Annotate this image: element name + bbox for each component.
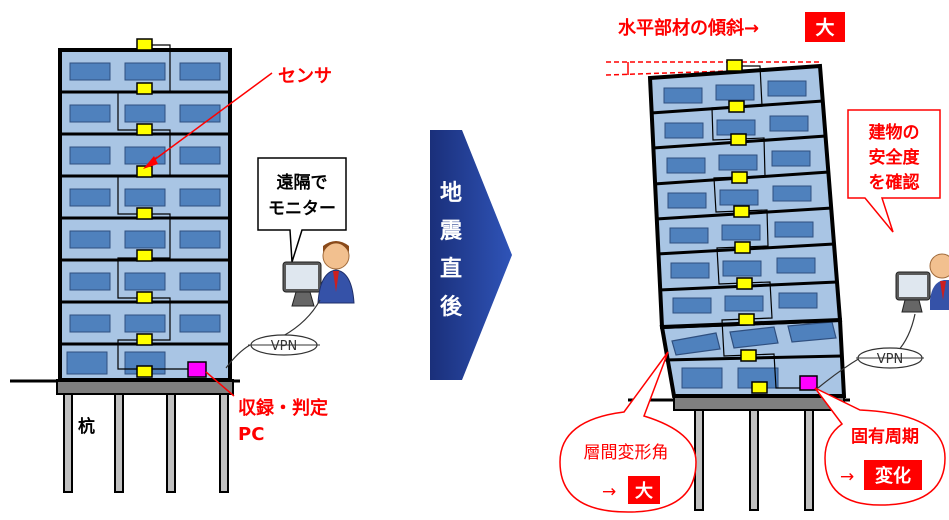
safety-line3: を確認 [869, 172, 920, 193]
period-bubble: 固有周期 → 変化 [814, 387, 946, 506]
recording-pc-icon [187, 361, 207, 378]
sensor-icon [136, 165, 153, 178]
remote-monitor-line2: モニター [268, 199, 336, 219]
windows-before [66, 62, 221, 375]
safety-line1: 建物の [869, 122, 920, 143]
arrow-char-2: 震 [440, 219, 463, 244]
sensor-icon [136, 291, 153, 304]
period-badge [864, 460, 922, 490]
sensor-label: センサ [278, 66, 332, 87]
sensor-icon [734, 241, 751, 254]
drift-bracing [671, 321, 837, 356]
building-before [10, 38, 240, 493]
drift-title: 層間変形角 [584, 443, 669, 463]
tilt-badge [805, 12, 845, 42]
safety-bubble: 建物の 安全度 を確認 [847, 109, 941, 233]
vpn-right: VPN [817, 313, 924, 389]
tilt-label: 水平部材の傾斜→ [618, 17, 759, 39]
arrow-char-4: 後 [440, 294, 463, 320]
drift-badge [628, 476, 660, 504]
sensor-icon [726, 59, 743, 72]
vpn-label-right: VPN [877, 352, 903, 367]
sensor-icon [136, 123, 153, 136]
piles-after [694, 409, 814, 511]
piles-before [63, 391, 229, 493]
sensor-icon [136, 38, 153, 51]
arrow-char-3: 直 [440, 256, 462, 282]
sensor-icon [731, 171, 748, 184]
sensor-icon [730, 133, 747, 146]
foundation-after [673, 395, 845, 411]
tilt-heading: 水平部材の傾斜→ 大 [618, 12, 845, 42]
sensors-before [136, 38, 153, 378]
tilt-badge-text: 大 [815, 16, 834, 39]
operator-computer-icon-right [895, 253, 949, 313]
drift-arrow: → [602, 482, 616, 502]
sensor-cable-after [711, 65, 808, 389]
vpn-left: VPN [225, 299, 321, 369]
sensor-icon [136, 365, 153, 378]
foundation-before [56, 379, 234, 395]
windows-after [663, 80, 818, 314]
remote-monitor-bubble: 遠隔で モニター [257, 157, 347, 263]
sensor-icon [136, 207, 153, 220]
sensor-icon [740, 349, 757, 362]
sensors-after [726, 59, 768, 394]
drift-bubble: 層間変形角 → 大 [559, 351, 697, 513]
drift-badge-text: 大 [635, 480, 653, 502]
sensor-icon [733, 205, 750, 218]
period-badge-text: 変化 [875, 465, 911, 487]
pc-callout: 収録・判定 PC [205, 371, 328, 445]
sensor-callout: センサ [143, 66, 332, 169]
operator-computer-icon [282, 241, 355, 307]
sensor-icon [736, 277, 753, 290]
sensor-icon [136, 333, 153, 346]
vpn-label-left: VPN [271, 339, 297, 354]
remote-monitor-line1: 遠隔で [277, 173, 328, 193]
record-pc-label-line1: 収録・判定 [238, 397, 328, 419]
sensor-icon [751, 381, 768, 394]
windows-ground-after [681, 367, 779, 389]
pile-label: 杭 [78, 416, 95, 437]
earthquake-arrow: 地 震 直 後 [430, 130, 512, 380]
sensor-icon [136, 82, 153, 95]
sensor-icon [728, 100, 745, 113]
period-title: 固有周期 [851, 426, 919, 447]
recording-pc-icon-after [799, 375, 818, 391]
sensor-icon [738, 313, 755, 326]
safety-line2: 安全度 [869, 147, 921, 168]
period-arrow: → [840, 467, 854, 487]
arrow-char-1: 地 [440, 181, 462, 206]
record-pc-label-line2: PC [238, 424, 264, 445]
building-after [628, 59, 850, 511]
sensor-icon [136, 249, 153, 262]
